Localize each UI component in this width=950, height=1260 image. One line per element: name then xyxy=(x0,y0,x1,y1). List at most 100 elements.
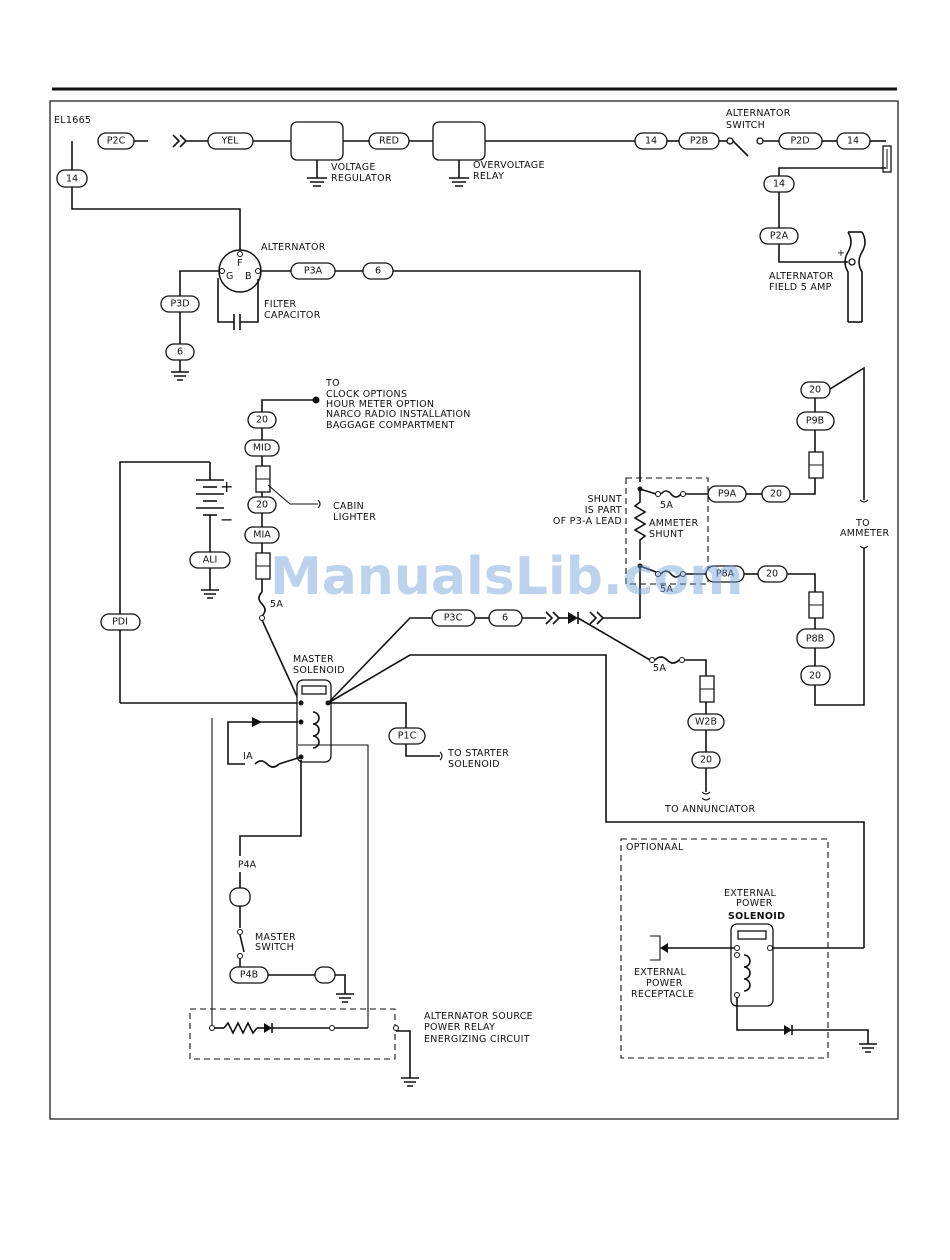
diagram-border xyxy=(49,100,899,1120)
shunt-box xyxy=(625,477,709,585)
label-battery-plus: + xyxy=(220,477,233,496)
svg-text:SOLENOID: SOLENOID xyxy=(448,759,500,770)
svg-text:P8B: P8B xyxy=(806,634,824,645)
svg-text:EXTERNAL: EXTERNAL xyxy=(634,967,686,978)
svg-text:SOLENOID: SOLENOID xyxy=(728,911,785,922)
svg-text:CLOCK OPTIONS: CLOCK OPTIONS xyxy=(326,389,407,400)
wire-tag-w2b: W2B xyxy=(687,713,725,731)
svg-text:SOLENOID: SOLENOID xyxy=(293,665,345,676)
svg-text:MID: MID xyxy=(253,443,271,454)
fuse-label-mia: 5A xyxy=(270,599,283,610)
svg-text:AMMETER: AMMETER xyxy=(840,528,889,539)
label-field-plus: + xyxy=(837,248,845,259)
field-terminal xyxy=(844,231,866,323)
wire-tag-20e: 20 xyxy=(757,565,788,583)
label-external-receptacle: EXTERNAL POWER RECEPTACLE xyxy=(631,967,694,1000)
svg-text:CAPACITOR: CAPACITOR xyxy=(264,310,321,321)
svg-text:RELAY: RELAY xyxy=(473,171,504,182)
svg-text:OF P3-A LEAD: OF P3-A LEAD xyxy=(553,516,622,527)
svg-text:CABIN: CABIN xyxy=(333,501,364,512)
svg-text:P3D: P3D xyxy=(170,299,189,310)
svg-text:6: 6 xyxy=(502,613,508,624)
svg-text:FIELD 5 AMP: FIELD 5 AMP xyxy=(769,282,832,293)
svg-text:TO: TO xyxy=(855,518,870,529)
svg-text:14: 14 xyxy=(645,136,657,147)
wire-tag-p8b: P8B xyxy=(796,628,835,649)
svg-text:6: 6 xyxy=(375,266,381,277)
svg-text:TO STARTER: TO STARTER xyxy=(447,748,509,759)
svg-text:P8A: P8A xyxy=(716,569,735,580)
wire-tag-p9b: P9B xyxy=(796,411,835,431)
wire-tag-p8a: P8A xyxy=(705,565,745,583)
svg-text:SHUNT: SHUNT xyxy=(649,529,684,540)
fuse-label-p9a: 5A xyxy=(660,500,673,511)
master-solenoid xyxy=(296,679,332,763)
wire-tag-p3c: P3C xyxy=(431,609,476,627)
label-alternator: ALTERNATOR xyxy=(261,242,326,253)
wire-tag-20b: 20 xyxy=(247,496,277,514)
svg-text:POWER: POWER xyxy=(736,898,773,909)
voltage-regulator-box xyxy=(290,121,344,161)
svg-text:RED: RED xyxy=(379,136,399,147)
svg-text:ALTERNATOR: ALTERNATOR xyxy=(726,108,791,119)
svg-text:HOUR METER OPTION: HOUR METER OPTION xyxy=(326,399,434,410)
svg-text:20: 20 xyxy=(256,415,268,426)
wire-tag-6c: 6 xyxy=(488,609,523,627)
wire-tag-p2c: P2C xyxy=(97,132,135,150)
alt-terminal-b: B xyxy=(245,271,252,282)
wire-tag-ali: ALI xyxy=(189,551,231,569)
wire-tag-20f: 20 xyxy=(800,665,831,686)
alt-terminal-f: F xyxy=(237,258,243,269)
label-voltage-regulator: VOLTAGE REGULATOR xyxy=(331,162,392,184)
alt-terminal-g: G xyxy=(226,271,234,282)
svg-text:MASTER: MASTER xyxy=(293,654,334,665)
svg-text:W2B: W2B xyxy=(695,717,717,728)
wire-tag-p4b: P4B xyxy=(229,966,269,984)
svg-text:SWITCH: SWITCH xyxy=(726,120,765,131)
figure-id: EL1665 xyxy=(54,115,91,126)
svg-text:YEL: YEL xyxy=(220,136,239,147)
svg-text:P9A: P9A xyxy=(718,489,737,500)
svg-text:20: 20 xyxy=(256,500,268,511)
svg-text:AMMETER: AMMETER xyxy=(649,518,698,529)
svg-text:EXTERNAL: EXTERNAL xyxy=(724,888,776,899)
svg-text:14: 14 xyxy=(66,174,78,185)
overvoltage-relay-box xyxy=(432,121,486,161)
svg-text:6: 6 xyxy=(177,347,183,358)
wire-tag-14d: 14 xyxy=(763,175,795,193)
wire-tag-p4a: P4A xyxy=(238,860,257,871)
svg-text:P3A: P3A xyxy=(304,266,323,277)
label-overvoltage-relay: OVERVOLTAGE RELAY xyxy=(473,160,544,182)
svg-text:20: 20 xyxy=(809,671,821,682)
label-alternator-field: ALTERNATOR FIELD 5 AMP xyxy=(769,271,833,293)
wire-tag-6a: 6 xyxy=(362,262,394,280)
svg-text:P3C: P3C xyxy=(444,613,463,624)
wire-tag-yel: YEL xyxy=(207,132,254,150)
fuse-label-coil: IA xyxy=(243,751,253,762)
wire-tag-20a: 20 xyxy=(247,411,277,429)
svg-text:20: 20 xyxy=(766,569,778,580)
label-alternator-switch: ALTERNATOR SWITCH xyxy=(726,108,791,131)
svg-text:20: 20 xyxy=(700,755,712,766)
fuse-label-p8a: 5A xyxy=(660,584,673,595)
svg-text:20: 20 xyxy=(809,385,821,396)
wire-tag-p1c: P1C xyxy=(388,727,426,745)
label-cabin-lighter: CABIN LIGHTER xyxy=(333,501,376,523)
svg-text:FILTER: FILTER xyxy=(264,299,297,310)
wire-tag-p2b: P2B xyxy=(678,132,720,150)
label-source-relay: ALTERNATOR SOURCE POWER RELAY ENERGIZING… xyxy=(424,1011,533,1045)
wire-tag-p2d: P2D xyxy=(778,132,823,150)
svg-text:PDI: PDI xyxy=(112,617,128,628)
label-master-solenoid: MASTER SOLENOID xyxy=(293,654,345,676)
svg-text:ENERGIZING CIRCUIT: ENERGIZING CIRCUIT xyxy=(424,1034,530,1045)
svg-text:SWITCH: SWITCH xyxy=(255,942,294,953)
wire-tag-mid: MID xyxy=(244,439,280,457)
label-filter-capacitor: FILTER CAPACITOR xyxy=(264,299,321,321)
alternator: F G B xyxy=(218,249,262,293)
wire-tag-6b: 6 xyxy=(165,343,195,361)
wire-tag-20d: 20 xyxy=(761,485,791,503)
svg-text:ALI: ALI xyxy=(203,555,218,566)
svg-text:P4A: P4A xyxy=(238,860,257,871)
top-wiring xyxy=(71,134,892,263)
